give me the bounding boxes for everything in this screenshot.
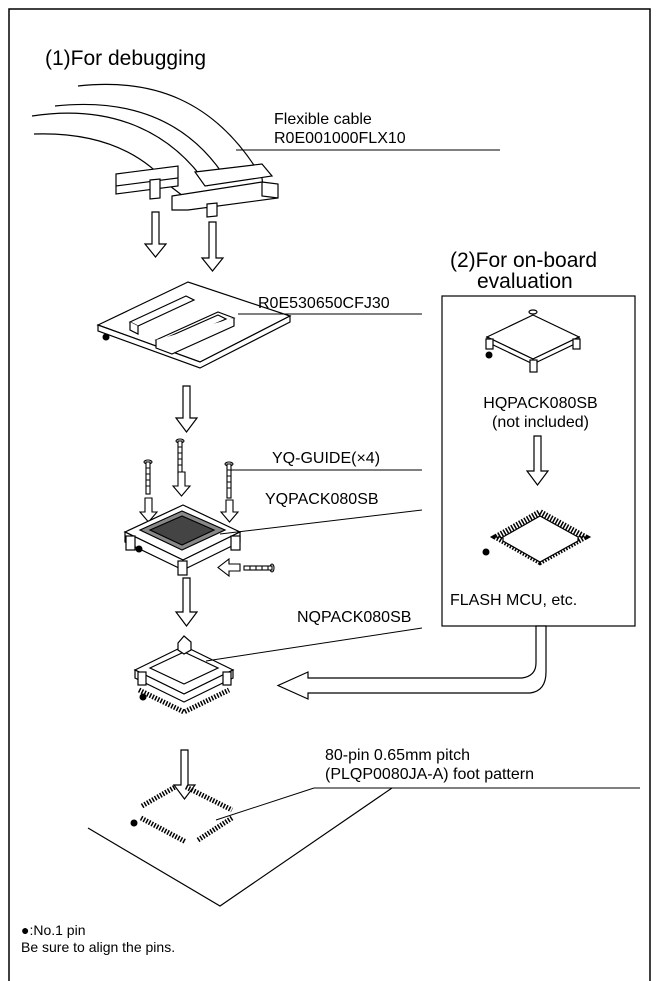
guide-arrow-2	[219, 499, 240, 523]
board-pin1-dot	[102, 333, 110, 341]
hqpack-knob	[528, 309, 538, 315]
guide-arrow-3	[217, 557, 241, 578]
board-top	[96, 281, 292, 363]
nqpack-knob	[177, 635, 192, 655]
footprint-leader	[215, 787, 315, 821]
board-connector-1	[128, 295, 196, 327]
hqpack-pin1-dot	[485, 351, 493, 359]
heading-onboard-line2: evaluation	[477, 270, 573, 293]
pcb-outline	[87, 787, 393, 907]
board-side	[97, 315, 291, 369]
label-hqpack-line1: HQPACK080SB	[483, 395, 598, 412]
board-connector-1-side	[129, 322, 139, 335]
figure-frame	[8, 8, 651, 981]
mcu-body-side	[502, 537, 579, 563]
mcu-pins	[489, 508, 592, 566]
cable-connector-left	[115, 165, 179, 195]
label-foot-line2: (PLQP0080JA-A) foot pattern	[325, 766, 534, 783]
cable-ribbon-top	[77, 83, 263, 179]
board-connector-2-side	[155, 318, 235, 355]
hqpack-foot-right	[572, 338, 581, 350]
yqpack-foot-right	[230, 535, 241, 551]
heading-onboard-line1: (2)For on-board	[450, 249, 598, 272]
guide-screw-2	[175, 438, 185, 474]
guide-screw-4	[243, 563, 275, 573]
mcu-pin1-dot	[482, 548, 490, 556]
flexible-cable-drawing	[31, 83, 279, 218]
yqpack-leader	[219, 509, 423, 535]
arrow-yqpack	[174, 577, 199, 627]
hqpack-top	[485, 314, 581, 360]
yqpack-cavity-inner	[148, 515, 216, 546]
arrow-board	[174, 385, 199, 433]
foot-pattern-drawing	[87, 784, 393, 907]
cable-ribbon-inner	[31, 112, 209, 187]
cable-flap	[193, 163, 274, 187]
hqpack-foot-front	[529, 359, 538, 373]
nqpack-foot-left	[137, 671, 147, 686]
arrow-cable-left	[143, 211, 168, 258]
nqpack-side	[134, 669, 234, 703]
yqpack-drawing	[123, 504, 242, 576]
nqpack-drawing	[133, 635, 235, 715]
label-mcu: FLASH MCU, etc.	[450, 592, 578, 609]
mcu-drawing	[482, 508, 592, 566]
footprint-pads	[139, 784, 234, 845]
label-emulator-board: R0E530650CFJ30	[258, 295, 390, 312]
guide-screw-3	[224, 461, 234, 499]
cable-connector-left-latch	[149, 178, 161, 200]
yqpack-foot-front	[177, 560, 188, 576]
nqpack-inner	[148, 651, 220, 685]
nqpack-pin1-dot	[139, 693, 147, 701]
label-guide: YQ-GUIDE(×4)	[272, 450, 381, 467]
nqpack-leader	[205, 627, 423, 662]
yqpack-pin1-dot	[135, 545, 143, 553]
yq-guide-screws	[138, 438, 275, 578]
yqpack-foot-left	[125, 535, 136, 551]
arrow-onboard-to-nqpack	[276, 625, 547, 700]
label-foot-line1: 80-pin 0.65mm pitch	[325, 747, 470, 764]
label-nqpack: NQPACK080SB	[297, 609, 412, 626]
note-pin-one: ●:No.1 pin	[21, 922, 86, 938]
down-arrows	[143, 211, 550, 800]
label-cable-line2: R0E001000FLX10	[274, 130, 406, 147]
hqpack-drawing	[485, 309, 581, 373]
cable-connector-right-latch	[206, 202, 218, 218]
emulator-board-drawing	[96, 281, 292, 369]
label-cable-line1: Flexible cable	[274, 111, 372, 128]
guide-arrow-4	[138, 497, 159, 523]
label-yqpack: YQPACK080SB	[265, 491, 379, 508]
arrow-cable-right	[200, 221, 225, 272]
footprint-pin1-dot	[130, 819, 138, 827]
cable-connector-right-end	[261, 182, 279, 199]
arrow-hqpack	[525, 435, 550, 486]
note-align: Be sure to align the pins.	[21, 939, 176, 955]
hqpack-foot-left	[485, 338, 494, 350]
heading-debugging: (1)For debugging	[45, 47, 207, 70]
guide-screw-1	[143, 459, 153, 495]
guide-arrow-1	[171, 471, 192, 497]
label-hqpack-line2: (not included)	[492, 414, 589, 431]
cable-ribbon-mid	[54, 103, 229, 183]
nqpack-foot-right	[222, 671, 232, 686]
